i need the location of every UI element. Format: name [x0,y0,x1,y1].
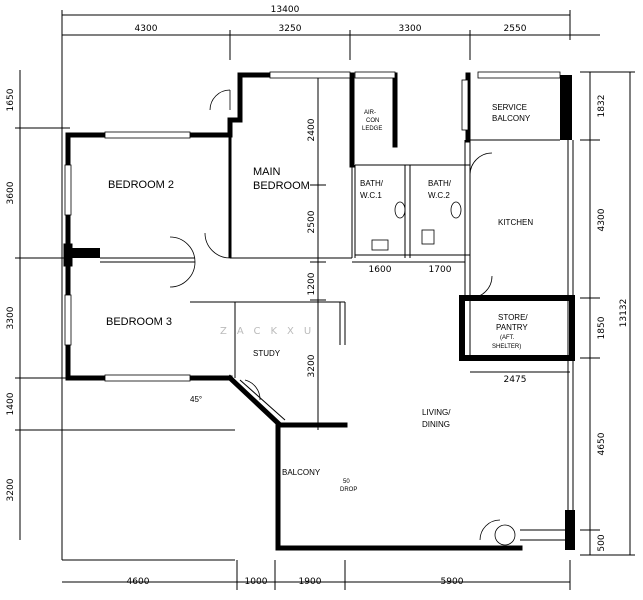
dim-bottom-1: 4600 [127,577,150,587]
dim-interior-2400: 2400 [307,118,317,141]
doors [169,89,516,546]
room-balcony: BALCONY [282,468,321,477]
room-aircon-line2: CON [366,118,379,124]
angle-label: 45° [190,395,202,404]
dim-left-4: 1400 [6,392,16,415]
room-living-line1: LIVING/ [422,408,451,417]
dimension-lines [15,10,635,590]
dim-left-1: 1650 [6,88,16,111]
dim-top-2: 3250 [279,24,302,34]
room-store-line4: SHELTER) [492,344,521,350]
dim-bottom-4: 5900 [441,577,464,587]
room-main-bedroom-line1: MAIN [253,166,281,178]
room-bedroom-2: BEDROOM 2 [108,179,174,191]
dim-bath1-width: 1600 [369,265,392,275]
room-bedroom-3: BEDROOM 3 [106,316,172,328]
dim-right-3: 1850 [597,316,607,339]
room-kitchen: KITCHEN [498,218,533,227]
room-store-line3: (AFT. [500,335,515,341]
room-bath2-line2: W.C.2 [428,191,450,200]
dim-right-5: 500 [597,534,607,551]
drop-note-line2: DROP [340,487,357,493]
room-store-line2: PANTRY [496,323,528,332]
room-aircon-line3: LEDGE [362,126,382,132]
room-bath2-line1: BATH/ [428,179,452,188]
dim-right-1: 1832 [597,95,607,118]
room-aircon-line1: AIR- [364,110,376,116]
watermark: ZACKXU [220,326,321,337]
walls [63,72,575,551]
room-living-line2: DINING [422,420,450,429]
room-store-line1: STORE/ [498,313,528,322]
dim-top-4: 2550 [504,24,527,34]
dim-top-total: 13400 [271,5,300,15]
bathroom-fixtures [371,201,462,251]
dim-right-total: 13132 [619,299,629,328]
drop-note-line1: 50 [343,479,350,485]
room-study: STUDY [253,349,281,358]
dim-top-3: 3300 [399,24,422,34]
dim-left-3: 3300 [6,306,16,329]
dim-left-2: 3600 [6,181,16,204]
room-main-bedroom-line2: BEDROOM [253,180,310,192]
dim-top-1: 4300 [135,24,158,34]
dim-store-width: 2475 [504,375,527,385]
dim-bottom-2: 1000 [245,577,268,587]
dim-interior-3200: 3200 [307,354,317,377]
dim-right-2: 4300 [597,208,607,231]
dim-bath2-width: 1700 [429,265,452,275]
windows [64,71,561,382]
dim-right-4: 4650 [597,432,607,455]
room-bath1-line1: BATH/ [360,179,384,188]
room-bath1-line2: W.C.1 [360,191,382,200]
dim-bottom-3: 1900 [299,577,322,587]
dim-interior-1200: 1200 [307,272,317,295]
dim-left-5: 3200 [6,478,16,501]
room-service-line1: SERVICE [492,103,527,112]
room-service-line2: BALCONY [492,114,531,123]
dim-interior-2500: 2500 [307,210,317,233]
